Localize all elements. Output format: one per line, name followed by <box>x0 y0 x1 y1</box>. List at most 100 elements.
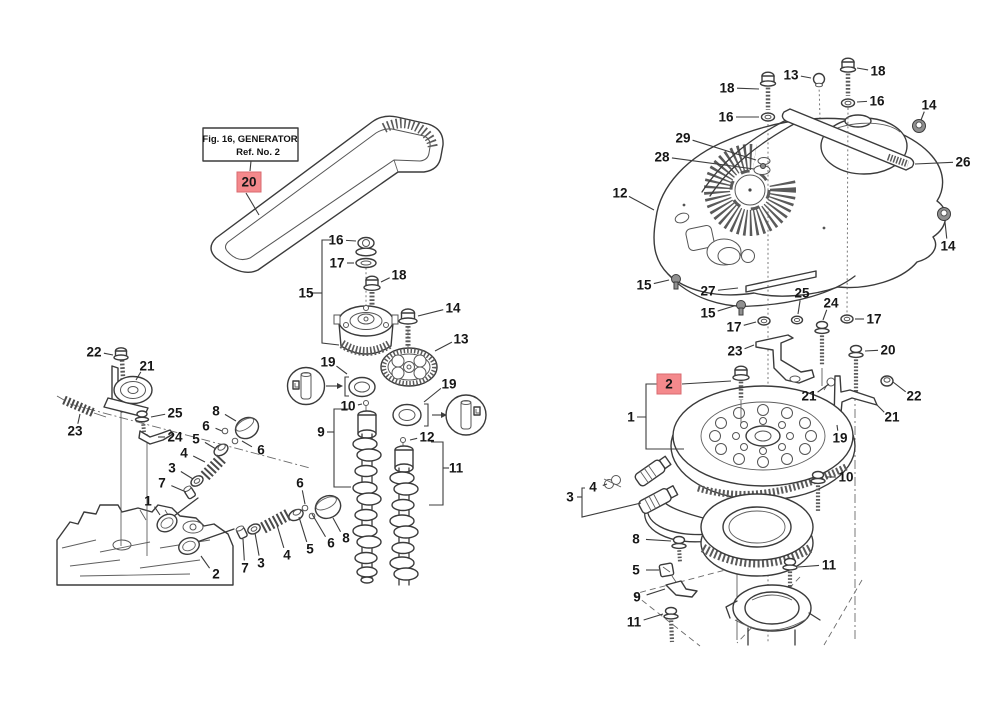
oil-seal-right <box>392 403 429 427</box>
stator-assembly <box>603 455 814 577</box>
callout-leader <box>301 490 306 505</box>
callout-leader <box>692 139 757 161</box>
callout-label: 19 <box>320 355 335 370</box>
bolt-20 <box>848 344 864 392</box>
cylinder-head-block <box>56 504 234 586</box>
callout-leader <box>77 413 81 424</box>
callout-leader <box>434 341 453 352</box>
camshaft-pulley-assembly <box>333 236 399 356</box>
callout-leader <box>135 371 142 381</box>
oil-seal-left <box>344 376 376 398</box>
highlighted-callout-label[interactable]: 2 <box>665 377 673 392</box>
callout-leader <box>417 309 444 317</box>
callout-leader <box>345 239 357 242</box>
callout-label: 6 <box>296 476 304 491</box>
callout-leader <box>180 471 194 480</box>
callout-label: 13 <box>783 68 799 83</box>
callout-label: 10 <box>838 470 853 485</box>
arrow-icon <box>441 412 447 418</box>
callout-label: 8 <box>632 532 640 547</box>
callout-leader <box>646 588 666 596</box>
drive-pulley <box>380 347 438 387</box>
cooling-slots <box>704 136 804 236</box>
callout-leader <box>321 239 340 346</box>
callout-leader <box>744 344 755 350</box>
callout-label: 12 <box>419 430 434 445</box>
callout-label: 25 <box>794 286 810 301</box>
callout-label: 6 <box>202 419 210 434</box>
valve-stem <box>196 528 235 543</box>
callout-label: 25 <box>167 406 183 421</box>
highlighted-callout-box[interactable] <box>236 171 262 193</box>
dowel-pin <box>363 400 369 406</box>
callout-leader <box>856 67 869 71</box>
tensioner-bolt <box>113 347 129 378</box>
spring-seat <box>190 475 204 487</box>
callout-leader <box>357 403 363 406</box>
starter-button <box>812 72 826 88</box>
callout-leader <box>171 485 187 493</box>
wire-clamp-4 <box>603 475 622 489</box>
blind-plug-top <box>912 119 926 133</box>
valve-stem <box>173 497 199 517</box>
callout-leader <box>736 87 760 90</box>
flywheel-rotor <box>670 365 856 501</box>
callout-leader <box>224 413 237 422</box>
callout-label: 11 <box>627 615 642 630</box>
generator-flywheel-diagram: 1816131816142928261214152715172524172320… <box>566 57 971 647</box>
cover-bolt-right <box>839 57 857 108</box>
callout-leader <box>797 300 801 315</box>
callout-leader <box>150 413 166 418</box>
spring-retainer <box>213 443 229 457</box>
tensioner-spring <box>56 395 107 418</box>
bracket-9 <box>665 580 698 598</box>
callout-label: 2 <box>212 567 220 582</box>
callout-leader <box>875 403 885 413</box>
callout-leader <box>645 538 672 542</box>
callout-label: 15 <box>636 278 652 293</box>
callout-label: 8 <box>212 404 220 419</box>
callout-label: 16 <box>328 233 344 248</box>
stopper-bolt <box>134 410 150 433</box>
callout-label: 18 <box>391 268 407 283</box>
callout-label: 13 <box>453 332 469 347</box>
callout-leader <box>817 383 830 393</box>
callout-label: 3 <box>257 556 265 571</box>
callout-leader <box>204 441 217 450</box>
valve-set-exhaust <box>178 494 342 556</box>
callout-label: 23 <box>727 344 743 359</box>
callout-label: 17 <box>866 312 881 327</box>
callout-leader <box>717 287 739 291</box>
callout-label: 14 <box>445 301 461 316</box>
callout-label: 29 <box>675 131 690 146</box>
callout-label: 10 <box>340 399 355 414</box>
callout-leader <box>311 513 326 538</box>
arrow-icon <box>337 383 343 389</box>
oil-plug <box>355 236 377 257</box>
seal-strip <box>745 270 817 293</box>
callout-leader <box>628 195 655 211</box>
exhaust-camshaft <box>389 437 419 586</box>
callout-label: 6 <box>257 443 265 458</box>
callout-label: 14 <box>921 98 937 113</box>
callout-label: 24 <box>167 430 183 445</box>
bolt-11-left <box>663 606 679 643</box>
dowel-pin <box>400 437 406 443</box>
callout-label: 21 <box>139 359 155 374</box>
callout-leader <box>333 408 351 488</box>
highlighted-callout-box[interactable] <box>656 373 682 395</box>
grommet-15b <box>736 300 746 316</box>
magnified-inset-left <box>286 366 343 406</box>
woodruff-key-icon <box>473 406 481 416</box>
callout-leader <box>944 221 948 239</box>
callout-label: 27 <box>700 284 715 299</box>
callout-label: 5 <box>192 432 200 447</box>
callout-leader <box>249 160 252 172</box>
callout-label: 24 <box>823 296 839 311</box>
highlighted-callout-label[interactable]: 20 <box>241 175 256 190</box>
magnified-inset-right <box>432 394 487 436</box>
callout-leader <box>653 279 670 285</box>
callout-label: 23 <box>67 424 83 439</box>
